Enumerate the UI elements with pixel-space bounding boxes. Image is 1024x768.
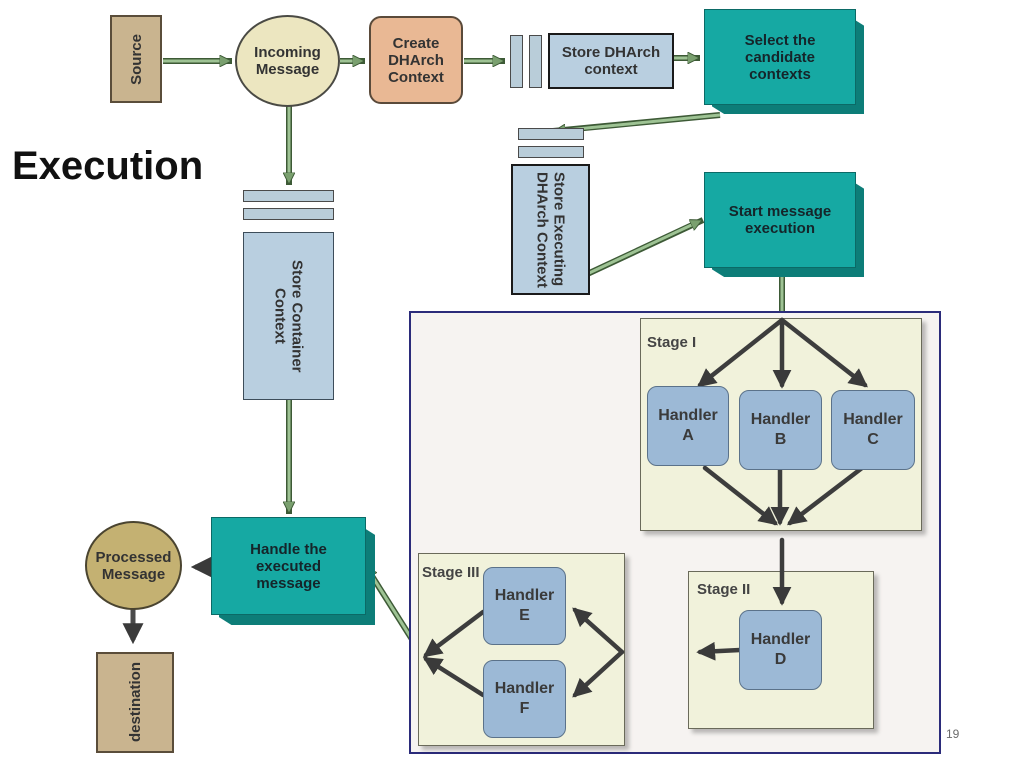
edge-split-f (572, 649, 625, 698)
edge-a-join (702, 465, 778, 526)
edge-c-join (786, 465, 865, 526)
handler-d-label: Handler D (750, 631, 811, 668)
incoming-message-label: Incoming Message (254, 44, 321, 78)
handler-f: Handler F (483, 660, 566, 738)
queue-bar (518, 128, 584, 140)
edge-split-e (572, 607, 625, 655)
edge-f-join (422, 656, 486, 698)
handler-b: Handler B (739, 390, 822, 470)
store-dharch-context-label: Store DHArch context (561, 44, 661, 78)
queue-bar (243, 190, 334, 202)
slide-title: Execution (12, 144, 204, 188)
page-number: 19 (946, 727, 960, 741)
store-dharch-context-node: Store DHArch context (548, 33, 674, 89)
edge-d-out (696, 641, 743, 661)
start-execution-label: Start message execution (728, 203, 832, 237)
handler-e-label: Handler E (494, 587, 555, 624)
store-executing-label: Store Executing DHArch Context (533, 171, 568, 288)
select-candidate-node: Select the candidate contexts (704, 9, 856, 105)
store-container-node: Store Container Context (243, 232, 334, 400)
store-container-label: Store Container Context (271, 259, 306, 373)
stage-3-title: Stage III (422, 564, 480, 581)
start-execution-node: Start message execution (704, 172, 856, 268)
handle-executed-label: Handle the executed message (250, 540, 327, 592)
handler-c: Handler C (831, 390, 915, 470)
queue-bar (243, 208, 334, 220)
queue-bar (518, 146, 584, 158)
queue-bar (510, 35, 523, 88)
handler-e: Handler E (483, 567, 566, 645)
processed-message-label: Processed Message (95, 548, 172, 583)
destination-node: destination (96, 652, 174, 753)
handle-executed-node: Handle the executed message (211, 517, 366, 615)
handler-a-label: Handler A (658, 407, 718, 444)
edge-split-c (779, 317, 868, 388)
stage-1-title: Stage I (647, 334, 697, 351)
source-node: Source (110, 15, 162, 103)
handler-d: Handler D (739, 610, 822, 690)
incoming-message-node: Incoming Message (235, 15, 340, 107)
stage-2-title: Stage II (697, 581, 751, 598)
queue-bar (529, 35, 542, 88)
edge-e-join (422, 609, 486, 658)
handler-f-label: Handler F (494, 680, 555, 717)
select-candidate-label: Select the candidate contexts (744, 31, 816, 83)
create-context-node: Create DHArch Context (369, 16, 463, 104)
handler-a: Handler A (647, 386, 729, 466)
handler-b-label: Handler B (750, 411, 811, 448)
handler-c-label: Handler C (843, 411, 903, 448)
processed-message-node: Processed Message (85, 521, 182, 610)
edge-split-a (697, 317, 785, 388)
create-context-label: Create DHArch Context (388, 34, 444, 86)
store-executing-node: Store Executing DHArch Context (511, 164, 590, 295)
